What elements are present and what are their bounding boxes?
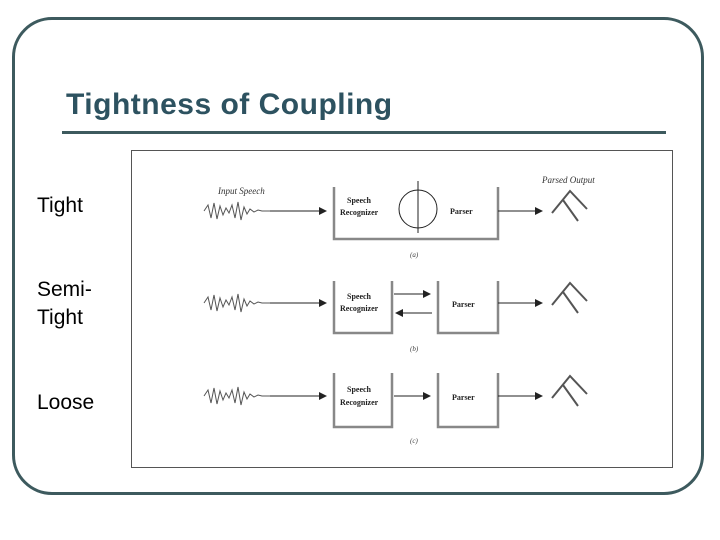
parse-tree-c	[551, 374, 588, 407]
coupling-diagram: Input Speech Parsed Output Speech Recogn…	[131, 150, 673, 468]
parser-a-label: Parser	[450, 207, 473, 216]
recognizer-a-line2: Recognizer	[340, 208, 379, 217]
label-semi-tight: Semi- Tight	[37, 276, 117, 332]
recognizer-a-line1: Speech	[347, 196, 372, 205]
row-c-loose: Speech Recognizer Parser (c)	[203, 373, 588, 445]
title-underline	[62, 131, 666, 134]
parsed-output-label: Parsed Output	[541, 175, 595, 185]
recognizer-b-line2: Recognizer	[340, 304, 379, 313]
row-b-semi-tight: Speech Recognizer Parser (b)	[203, 281, 588, 353]
parse-tree-b	[551, 281, 588, 314]
recognizer-c-line1: Speech	[347, 385, 372, 394]
caption-a: (a)	[410, 251, 419, 259]
waveform-c	[203, 386, 270, 406]
parser-c-label: Parser	[452, 393, 475, 402]
waveform-a	[203, 201, 270, 221]
slide-frame	[12, 17, 704, 495]
label-semi-tight-text: Semi- Tight	[37, 278, 92, 329]
caption-b: (b)	[410, 345, 419, 353]
recognizer-c-line2: Recognizer	[340, 398, 379, 407]
parser-b-label: Parser	[452, 300, 475, 309]
waveform-b	[203, 293, 270, 313]
label-tight: Tight	[37, 194, 83, 217]
row-a-tight: Speech Recognizer Parser (a)	[203, 181, 588, 259]
caption-c: (c)	[410, 437, 418, 445]
recognizer-b-line1: Speech	[347, 292, 372, 301]
parse-tree-a	[551, 189, 588, 222]
slide-title: Tightness of Coupling	[66, 88, 393, 121]
label-loose: Loose	[37, 391, 95, 414]
coupling-diagram-svg: Input Speech Parsed Output Speech Recogn…	[203, 175, 595, 445]
input-speech-label: Input Speech	[217, 186, 265, 196]
